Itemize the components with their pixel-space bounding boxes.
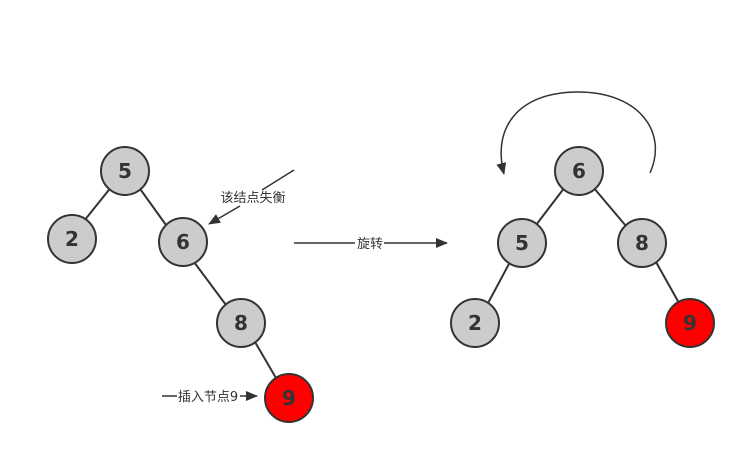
edge-5-2: [83, 185, 113, 222]
before-node-left: 2: [47, 214, 97, 264]
edge-8-9: [254, 341, 277, 379]
after-node-inserted-label: 9: [683, 311, 697, 335]
rotation-curve-arrow: [496, 91, 657, 175]
after-node-left-grandchild-label: 2: [468, 311, 482, 335]
after-node-right: 8: [617, 218, 667, 268]
before-node-inserted-label: 9: [282, 386, 296, 410]
edge-6-8: [193, 261, 227, 306]
unbalanced-pointer-upper: [261, 169, 295, 191]
after-node-root-label: 6: [572, 159, 586, 183]
before-node-right-grandchild: 8: [216, 298, 266, 348]
edge-5-6: [137, 185, 167, 226]
before-tree: 5 2 6 8 9 该结点失衡 插入节点9: [47, 146, 314, 423]
before-node-root-label: 5: [118, 159, 132, 183]
unbalanced-label: 该结点失衡: [220, 191, 285, 206]
after-node-left-grandchild: 2: [450, 298, 500, 348]
rotation-arrow: 旋转: [294, 237, 448, 252]
edge-6-5: [535, 186, 566, 226]
edge-5-2: [486, 261, 511, 306]
before-node-right: 6: [158, 217, 208, 267]
after-tree: 6 5 8 2 9: [450, 91, 715, 348]
unbalanced-pointer-arrow: [208, 205, 241, 225]
edge-8-9: [655, 261, 680, 304]
before-node-inserted: 9: [264, 373, 314, 423]
after-node-left-label: 5: [515, 231, 529, 255]
after-node-inserted: 9: [665, 298, 715, 348]
edge-6-8: [592, 186, 627, 227]
after-node-right-label: 8: [635, 231, 649, 255]
before-node-left-label: 2: [65, 227, 79, 251]
insert-label: 插入节点9: [178, 390, 238, 405]
rotation-label: 旋转: [357, 237, 383, 252]
before-node-right-grandchild-label: 8: [234, 311, 248, 335]
after-node-left: 5: [497, 218, 547, 268]
before-node-root: 5: [100, 146, 150, 196]
after-node-root: 6: [554, 146, 604, 196]
before-node-right-label: 6: [176, 230, 190, 254]
